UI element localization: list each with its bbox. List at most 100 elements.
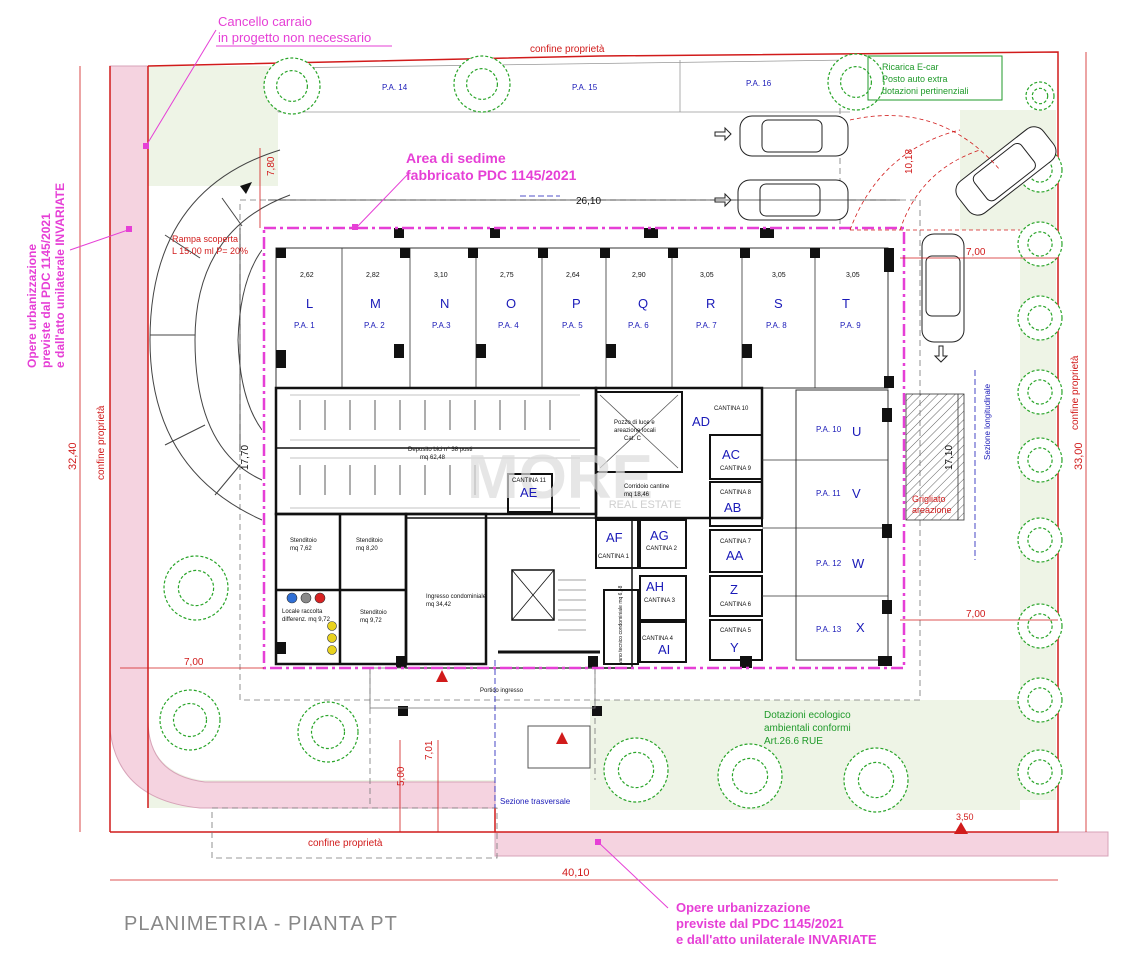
cantina-label-9: CANTINA 9 bbox=[720, 466, 752, 472]
dim-7-00-left: 7,00 bbox=[184, 657, 204, 668]
tree-icon bbox=[1027, 687, 1053, 713]
parking-pa-4: P.A. 4 bbox=[498, 321, 519, 330]
deposito-label-1: Deposito bici n° 38 posti bbox=[408, 447, 472, 453]
bay-width: 2,64 bbox=[566, 272, 580, 279]
area-sedime-label-2: fabbricato PDC 1145/2021 bbox=[406, 167, 577, 183]
parking-pa-9: P.A. 9 bbox=[840, 321, 861, 330]
parking-letter-L: L bbox=[306, 296, 313, 311]
stenditoio3-label-2: mq 9,72 bbox=[360, 618, 382, 624]
stenditoio2-label-2: mq 8,20 bbox=[356, 546, 378, 552]
bay-width: 3,05 bbox=[700, 272, 714, 279]
cantina-letter-AA: AA bbox=[726, 548, 744, 563]
dim-3-50: 3,50 bbox=[956, 812, 974, 822]
dim-7-00-right-top: 7,00 bbox=[966, 247, 986, 258]
dim-17-70: 17,70 bbox=[240, 445, 251, 470]
ricarica-label-1: Ricarica E-car bbox=[882, 62, 939, 72]
bay-width: 2,82 bbox=[366, 272, 380, 279]
tree-icon bbox=[466, 67, 499, 100]
dotazioni-label-2: ambientali conformi bbox=[764, 723, 851, 734]
tree-icon bbox=[839, 65, 872, 98]
opere-left-label-2: previste dal PDC 1145/2021 bbox=[39, 213, 53, 368]
rampa-label-1: Rampa scoperta bbox=[172, 234, 238, 244]
manoeuvre-arcs bbox=[849, 115, 1020, 231]
dim-7-01: 7,01 bbox=[424, 740, 435, 760]
locale-label-2: differenz. mq 9,72 bbox=[282, 617, 331, 623]
tree-icon bbox=[172, 702, 208, 738]
deposito-label-2: mq 62,48 bbox=[420, 455, 446, 461]
parking-letter-Q: Q bbox=[638, 296, 648, 311]
parking-pa-5: P.A. 5 bbox=[562, 321, 583, 330]
confine-top: confine proprietà bbox=[530, 44, 605, 55]
parking-pa-2: P.A. 2 bbox=[364, 321, 385, 330]
tree-icon bbox=[1027, 305, 1053, 331]
sezione-longitudinale-label: Sezione longitudinale bbox=[983, 383, 992, 460]
stenditoio2-label-1: Stenditoio bbox=[356, 538, 383, 544]
tree-icon bbox=[857, 761, 895, 799]
opere-bottom-label-1: Opere urbanizzazione bbox=[676, 900, 810, 915]
cancello-label-2: in progetto non necessario bbox=[218, 30, 371, 45]
confine-left: confine proprietà bbox=[96, 405, 107, 480]
dim-5-00: 5,00 bbox=[396, 766, 407, 786]
parking-pa-10: P.A. 10 bbox=[816, 425, 842, 434]
opere-left-label-1: Opere urbanizzazione bbox=[25, 244, 39, 368]
tree-icon bbox=[731, 757, 769, 795]
parking-letter-P: P bbox=[572, 296, 581, 311]
cantina-label-8: CANTINA 8 bbox=[720, 490, 752, 496]
ingresso-label-2: mq 34,42 bbox=[426, 602, 452, 608]
bay-width: 2,62 bbox=[300, 272, 314, 279]
parking-pa-13: P.A. 13 bbox=[816, 625, 842, 634]
ramp bbox=[149, 149, 291, 521]
stenditoio3-label-1: Stenditoio bbox=[360, 610, 387, 616]
parking-pa-6: P.A. 6 bbox=[628, 321, 649, 330]
tree-icon bbox=[1027, 379, 1053, 405]
dim-7-80: 7,80 bbox=[266, 156, 277, 176]
cantina-letter-AB: AB bbox=[724, 500, 741, 515]
parking-pa-8: P.A. 8 bbox=[766, 321, 787, 330]
confine-bottom: confine proprietà bbox=[308, 838, 383, 849]
parking-pa-15: P.A. 15 bbox=[572, 83, 598, 92]
cantina-label-4: CANTINA 4 bbox=[642, 636, 674, 642]
tree-icon bbox=[1027, 759, 1053, 785]
tree-icon bbox=[177, 569, 215, 607]
watermark: MORE bbox=[467, 443, 653, 512]
property-boundary bbox=[109, 51, 1059, 833]
parking-letter-N: N bbox=[440, 296, 449, 311]
cantina-label-5: CANTINA 5 bbox=[720, 628, 752, 634]
dim-17-10: 17,10 bbox=[944, 445, 955, 470]
sezione-trasversale-label: Sezione trasversale bbox=[500, 797, 571, 806]
watermark-sub: REAL ESTATE bbox=[609, 499, 682, 511]
parking-letter-W: W bbox=[852, 556, 865, 571]
bay-width: 3,10 bbox=[434, 272, 448, 279]
tree-icon bbox=[1027, 613, 1053, 639]
grigliato-label-2: areazione bbox=[912, 505, 952, 515]
corridoio-label-1: Corridoio cantine bbox=[624, 484, 670, 490]
cantina-letter-AF: AF bbox=[606, 530, 623, 545]
tree-icon bbox=[1027, 231, 1053, 257]
parking-letter-R: R bbox=[706, 296, 715, 311]
ecar-box bbox=[867, 55, 1003, 101]
drawing-title: PLANIMETRIA - PIANTA PT bbox=[124, 913, 398, 935]
trees bbox=[159, 53, 1063, 813]
dim-10-18: 10,18 bbox=[904, 149, 915, 174]
parking-pa-16: P.A. 16 bbox=[746, 79, 772, 88]
confine-right: confine proprietà bbox=[1070, 355, 1081, 430]
cantina-letter-Z: Z bbox=[730, 582, 738, 597]
tree-icon bbox=[310, 714, 346, 750]
cantina-letter-AG: AG bbox=[650, 528, 669, 543]
pozzo-label-1: Pozzo di luce e bbox=[614, 420, 655, 426]
parking-pa-11: P.A. 11 bbox=[816, 489, 841, 498]
cantina-label-11: CANTINA 11 bbox=[512, 478, 547, 484]
ramp-arrow bbox=[240, 182, 252, 194]
locale-label-1: Locale raccolta bbox=[282, 609, 323, 615]
ricarica-label-2: Posto auto extra bbox=[882, 74, 948, 84]
bay-width: 3,05 bbox=[772, 272, 786, 279]
parking-pa-1: P.A. 1 bbox=[294, 321, 315, 330]
vano-tecnico-label: vano tecnico condominiale mq 6,48 bbox=[618, 585, 624, 664]
corridoio-label-2: mq 18,46 bbox=[624, 492, 650, 498]
parking-letter-O: O bbox=[506, 296, 516, 311]
stenditoio1-label-2: mq 7,62 bbox=[290, 546, 312, 552]
parking-pa-14: P.A. 14 bbox=[382, 83, 408, 92]
parking-letter-S: S bbox=[774, 296, 783, 311]
grigliato-label-1: Grigliato bbox=[912, 494, 946, 504]
